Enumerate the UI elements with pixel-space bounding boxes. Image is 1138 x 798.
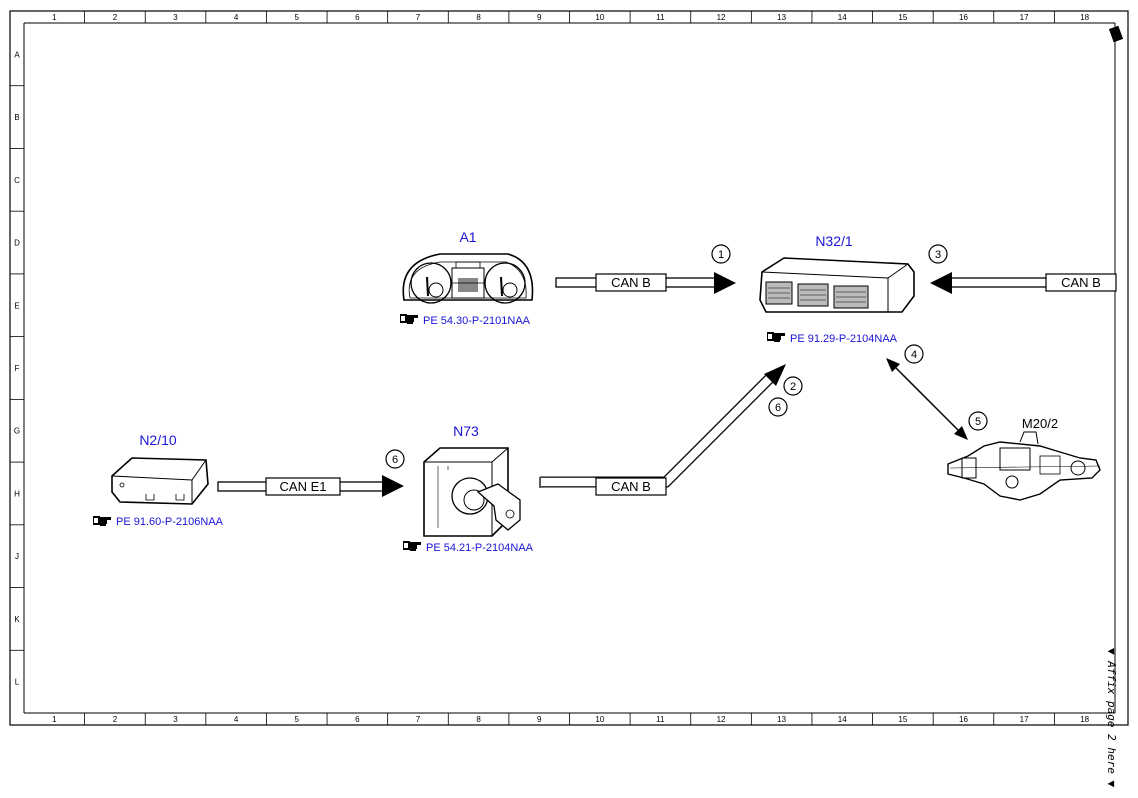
- column-number: 11: [656, 13, 665, 22]
- column-number: 2: [113, 715, 118, 724]
- column-number: 3: [173, 715, 178, 724]
- svg-text:5: 5: [975, 416, 981, 428]
- column-number: 9: [537, 715, 542, 724]
- column-number: 1: [52, 13, 57, 22]
- bus-label: CAN E1: [280, 479, 327, 494]
- column-number: 14: [838, 715, 847, 724]
- n32-label: N32/1: [815, 233, 853, 249]
- n73-label: N73: [453, 423, 479, 439]
- column-number: 18: [1080, 715, 1089, 724]
- row-letter: C: [14, 176, 20, 185]
- step-marker: 4: [904, 344, 924, 364]
- column-number: 7: [416, 13, 421, 22]
- column-number: 5: [295, 715, 300, 724]
- pointing-hand-icon: [403, 541, 421, 551]
- column-number: 4: [234, 13, 239, 22]
- step-marker: 2: [783, 376, 803, 396]
- step-marker: 3: [928, 244, 948, 264]
- column-number: 1: [52, 715, 57, 724]
- step-marker: 6: [385, 449, 405, 469]
- row-letter: L: [15, 678, 20, 687]
- affix-page-note: ▼ Affix page 2 here ▼: [1105, 648, 1118, 787]
- column-number: 5: [295, 13, 300, 22]
- svg-text:1: 1: [718, 249, 724, 261]
- svg-text:3: 3: [935, 249, 941, 261]
- column-number: 12: [717, 715, 726, 724]
- column-number: 15: [898, 715, 907, 724]
- column-number: 17: [1020, 715, 1029, 724]
- column-number: 18: [1080, 13, 1089, 22]
- bus-label: CAN B: [1061, 275, 1101, 290]
- svg-text:4: 4: [911, 349, 917, 361]
- instrument-cluster-icon: [402, 253, 534, 304]
- bus-n2-to-n73: [217, 475, 404, 497]
- page-corner-icon: [1108, 25, 1124, 43]
- m20-label: M20/2: [1022, 416, 1058, 431]
- column-number: 16: [959, 715, 968, 724]
- column-number: 11: [656, 715, 665, 724]
- column-number: 9: [537, 13, 542, 22]
- column-number: 8: [476, 13, 481, 22]
- column-number: 7: [416, 715, 421, 724]
- row-letter: D: [14, 239, 20, 248]
- pointing-hand-icon: [93, 516, 111, 526]
- column-grid-labels: 1122334455667788991010111112121313141415…: [52, 11, 1090, 725]
- column-number: 6: [355, 715, 360, 724]
- pointing-hand-icon: [400, 314, 418, 324]
- column-number: 3: [173, 13, 178, 22]
- row-letter: G: [14, 427, 20, 436]
- n2-label: N2/10: [139, 432, 177, 448]
- bus-a1-to-n32: [555, 272, 736, 294]
- column-number: 4: [234, 715, 239, 724]
- svg-text:2: 2: [790, 381, 796, 393]
- drawing-frame: [9, 10, 1129, 726]
- svg-text:6: 6: [775, 402, 781, 414]
- link-n32-to-m20: [886, 358, 968, 440]
- control-unit-icon: [759, 257, 915, 313]
- column-number: 6: [355, 13, 360, 22]
- n73-reference-link[interactable]: PE 54.21-P-2104NAA: [426, 542, 534, 554]
- column-number: 2: [113, 13, 118, 22]
- a1-reference-link[interactable]: PE 54.30-P-2101NAA: [423, 315, 531, 327]
- step-marker: 5: [968, 411, 988, 431]
- row-letter: K: [14, 615, 20, 624]
- bus-label: CAN B: [611, 275, 651, 290]
- row-letter: A: [14, 50, 20, 59]
- row-letter: H: [14, 489, 20, 498]
- column-number: 13: [777, 715, 786, 724]
- column-number: 10: [595, 13, 604, 22]
- row-letter: B: [14, 113, 19, 122]
- ignition-switch-icon: [423, 447, 521, 537]
- n2-reference-link[interactable]: PE 91.60-P-2106NAA: [116, 516, 224, 528]
- column-number: 14: [838, 13, 847, 22]
- svg-text:6: 6: [392, 454, 398, 466]
- row-letter: J: [15, 552, 19, 561]
- column-number: 10: [595, 715, 604, 724]
- step-marker: 6: [768, 397, 788, 417]
- row-letter: F: [15, 364, 20, 373]
- control-module-box-icon: [111, 457, 209, 505]
- column-number: 15: [898, 13, 907, 22]
- column-number: 16: [959, 13, 968, 22]
- column-number: 17: [1020, 13, 1029, 22]
- row-grid-labels: A B C D E F G H J K L: [10, 50, 24, 687]
- bus-label: CAN B: [611, 479, 651, 494]
- step-marker: 1: [711, 244, 731, 264]
- steering-column-motor-icon: [947, 431, 1101, 501]
- n32-reference-link[interactable]: PE 91.29-P-2104NAA: [790, 333, 898, 345]
- pointing-hand-icon: [767, 332, 785, 342]
- bus-right-to-n32: [930, 272, 1117, 294]
- column-number: 8: [476, 715, 481, 724]
- column-number: 13: [777, 13, 786, 22]
- bus-n73-to-n32: [538, 364, 786, 496]
- a1-label: A1: [459, 229, 476, 245]
- column-number: 12: [717, 13, 726, 22]
- row-letter: E: [14, 301, 19, 310]
